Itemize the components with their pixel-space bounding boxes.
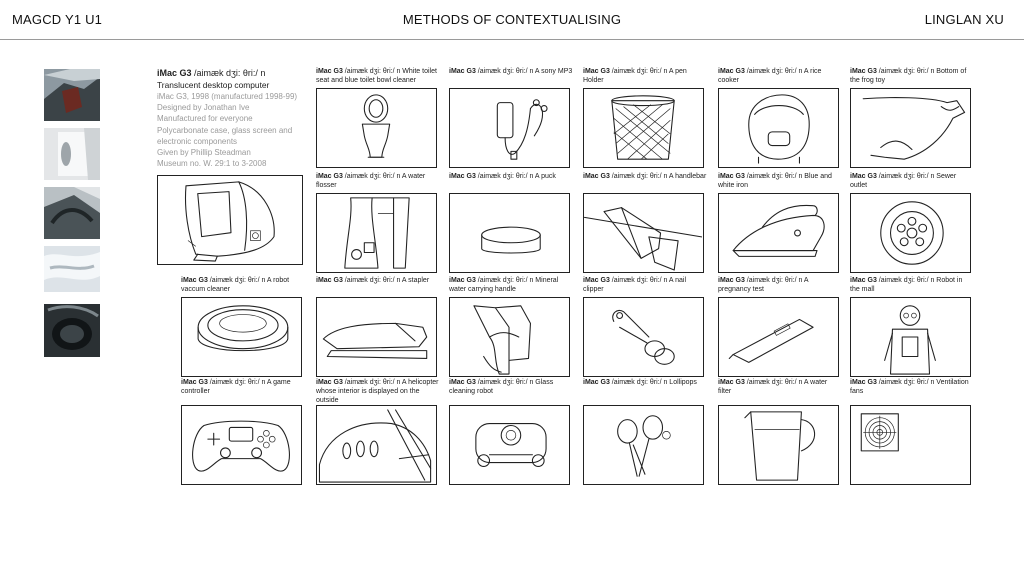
item-illustration (316, 193, 437, 273)
item-illustration (583, 88, 704, 168)
item-illustration (449, 88, 570, 168)
item-caption: iMac G3 /aimæk dʒi: θri:/ n Blue and whi… (718, 173, 832, 189)
item-illustration (449, 297, 570, 377)
helicopter-icon (318, 409, 432, 483)
sewer-outlet-icon (880, 201, 944, 265)
pen-holder-icon (611, 95, 675, 160)
object-detail-line: Polycarbonate case, glass screen and (157, 125, 293, 135)
item-illustration (718, 193, 839, 273)
item-illustration (583, 405, 704, 485)
object-detail-line: Designed by Jonathan Ive (157, 103, 250, 113)
page-header: MAGCD Y1 U1 METHODS OF CONTEXTUALISING L… (0, 0, 1024, 40)
item-caption: iMac G3 /aimæk dʒi: θri:/ n White toilet… (316, 68, 437, 84)
item-illustration (718, 88, 839, 168)
item-illustration (316, 405, 437, 485)
author-name: LINGLAN XU (924, 12, 1004, 27)
item-illustration (316, 297, 437, 377)
handlebar-icon (584, 207, 703, 271)
item-caption: iMac G3 /aimæk dʒi: θri:/ n Ventilation … (850, 379, 969, 395)
item-caption: iMac G3 /aimæk dʒi: θri:/ n A helicopter… (316, 379, 439, 404)
frog-toy-icon (862, 97, 966, 160)
item-illustration (583, 193, 704, 273)
mp3-player-icon (496, 99, 548, 160)
item-caption: iMac G3 /aimæk dʒi: θri:/ n A rice cooke… (718, 68, 822, 84)
game-controller-icon (192, 420, 290, 472)
mall-robot-icon (884, 305, 936, 375)
ventilation-fan-icon (860, 413, 899, 452)
thumbnail-photo-1 (44, 69, 100, 121)
item-illustration (850, 297, 971, 377)
item-illustration (583, 297, 704, 377)
object-detail-line: electronic components (157, 136, 238, 146)
item-caption: iMac G3 /aimæk dʒi: θri:/ n Glass cleani… (449, 379, 554, 395)
item-illustration (316, 88, 437, 168)
iron-icon (732, 204, 825, 257)
lollipops-icon (617, 415, 671, 477)
pregnancy-test-icon (728, 318, 814, 363)
item-caption: iMac G3 /aimæk dʒi: θri:/ n A pregnancy … (718, 277, 809, 293)
object-detail-line: Museum no. W. 29:1 to 3-2008 (157, 159, 267, 169)
page-title: METHODS OF CONTEXTUALISING (402, 12, 622, 27)
item-caption: iMac G3 /aimæk dʒi: θri:/ n A stapler (316, 277, 430, 284)
thumbnail-photo-5 (44, 304, 100, 357)
object-detail-line: Given by Phillip Steadman (157, 148, 251, 158)
thumbnail-photo-3 (44, 187, 100, 239)
glass-cleaning-robot-icon (475, 423, 547, 467)
course-code: MAGCD Y1 U1 (12, 12, 103, 27)
item-caption: iMac G3 /aimæk dʒi: θri:/ n A sony MP3 (449, 68, 573, 75)
item-illustration (718, 297, 839, 377)
item-illustration (449, 193, 570, 273)
item-illustration (718, 405, 839, 485)
item-caption: iMac G3 /aimæk dʒi: θri:/ n A puck (449, 173, 556, 180)
item-caption: iMac G3 /aimæk dʒi: θri:/ n A water filt… (718, 379, 828, 395)
item-illustration (850, 405, 971, 485)
toilet-icon (361, 94, 391, 158)
item-caption: iMac G3 /aimæk dʒi: θri:/ n Sewer outlet (850, 173, 957, 189)
item-illustration (850, 88, 971, 168)
nail-clipper-icon (612, 309, 675, 365)
item-caption: iMac G3 /aimæk dʒi: θri:/ n Lollipops (583, 379, 697, 386)
item-caption: iMac G3 /aimæk dʒi: θri:/ n Mineral wate… (449, 277, 559, 293)
item-illustration (181, 405, 302, 485)
item-caption: iMac G3 /aimæk dʒi: θri:/ n A robot vacc… (181, 277, 290, 293)
item-caption: iMac G3 /aimæk dʒi: θri:/ n A pen Holder (583, 68, 687, 84)
imac-icon (185, 181, 275, 262)
item-caption: iMac G3 /aimæk dʒi: θri:/ n A handlebar (583, 173, 707, 180)
item-caption: iMac G3 /aimæk dʒi: θri:/ n Bottom of th… (850, 68, 967, 84)
object-detail-line: iMac G3, 1998 (manufactured 1998-99) (157, 92, 298, 101)
object-detail-line: Manufactured for everyone (157, 114, 253, 124)
water-filter-icon (744, 411, 816, 481)
item-caption: iMac G3 /aimæk dʒi: θri:/ n A nail clipp… (583, 277, 687, 293)
item-illustration (850, 193, 971, 273)
imac-illustration (157, 175, 303, 265)
item-illustration (181, 297, 302, 377)
object-description: iMac G3 /aimæk dʒi: θri:/ n Translucent … (157, 67, 307, 169)
stapler-icon (322, 322, 428, 359)
water-flosser-icon (344, 197, 410, 269)
item-caption: iMac G3 /aimæk dʒi: θri:/ n Robot in the… (850, 277, 963, 293)
thumbnail-photo-4 (44, 246, 100, 292)
object-title: iMac G3 /aimæk dʒi: θri:/ n (157, 68, 266, 78)
water-handle-icon (473, 305, 531, 375)
robot-vacuum-icon (197, 305, 289, 352)
thumbnail-photo-2 (44, 128, 100, 180)
object-subtitle: Translucent desktop computer (157, 80, 270, 90)
item-caption: iMac G3 /aimæk dʒi: θri:/ n A game contr… (181, 379, 291, 395)
rice-cooker-icon (748, 94, 810, 164)
puck-icon (481, 226, 541, 254)
item-illustration (449, 405, 570, 485)
item-caption: iMac G3 /aimæk dʒi: θri:/ n A water flos… (316, 173, 426, 189)
